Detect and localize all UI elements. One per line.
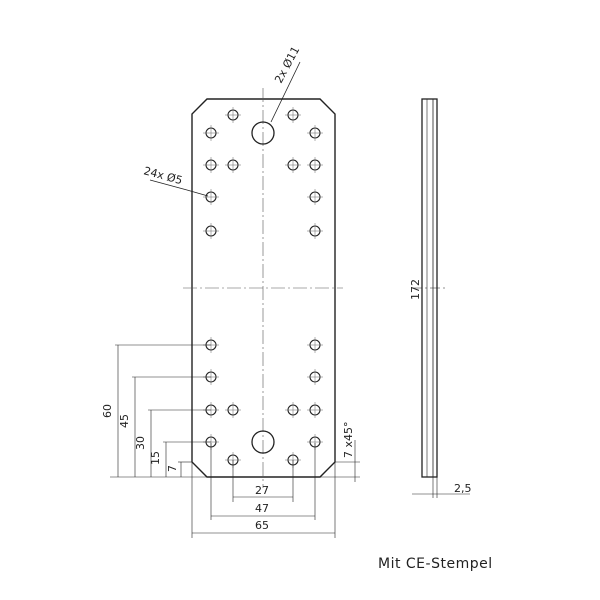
dim-60-label: 60 [101, 404, 114, 418]
dim-172-label: 172 [409, 279, 422, 300]
large-hole-top [251, 121, 275, 145]
dim-15-label: 15 [149, 451, 162, 465]
hole-leaders [149, 61, 301, 197]
dim-2-5-label: 2,5 [454, 482, 472, 495]
dim-27-label: 27 [255, 484, 269, 497]
chamfer-dimension [320, 440, 360, 482]
left-dimensions [110, 344, 211, 478]
chamfer-label: 7 x45° [342, 421, 355, 458]
bottom-dimensions [191, 443, 336, 538]
dim-30-label: 30 [134, 436, 147, 450]
dim-7-label: 7 [166, 465, 179, 472]
large-holes [251, 121, 275, 454]
large-hole-bottom [251, 430, 275, 454]
side-view [412, 98, 470, 498]
ce-stamp-caption: Mit CE-Stempel [378, 556, 493, 572]
dim-47-label: 47 [255, 502, 269, 515]
large-hole-callout: 2x Ø11 [272, 44, 302, 85]
dim-65-label: 65 [255, 519, 269, 532]
dim-45-label: 45 [118, 414, 131, 428]
